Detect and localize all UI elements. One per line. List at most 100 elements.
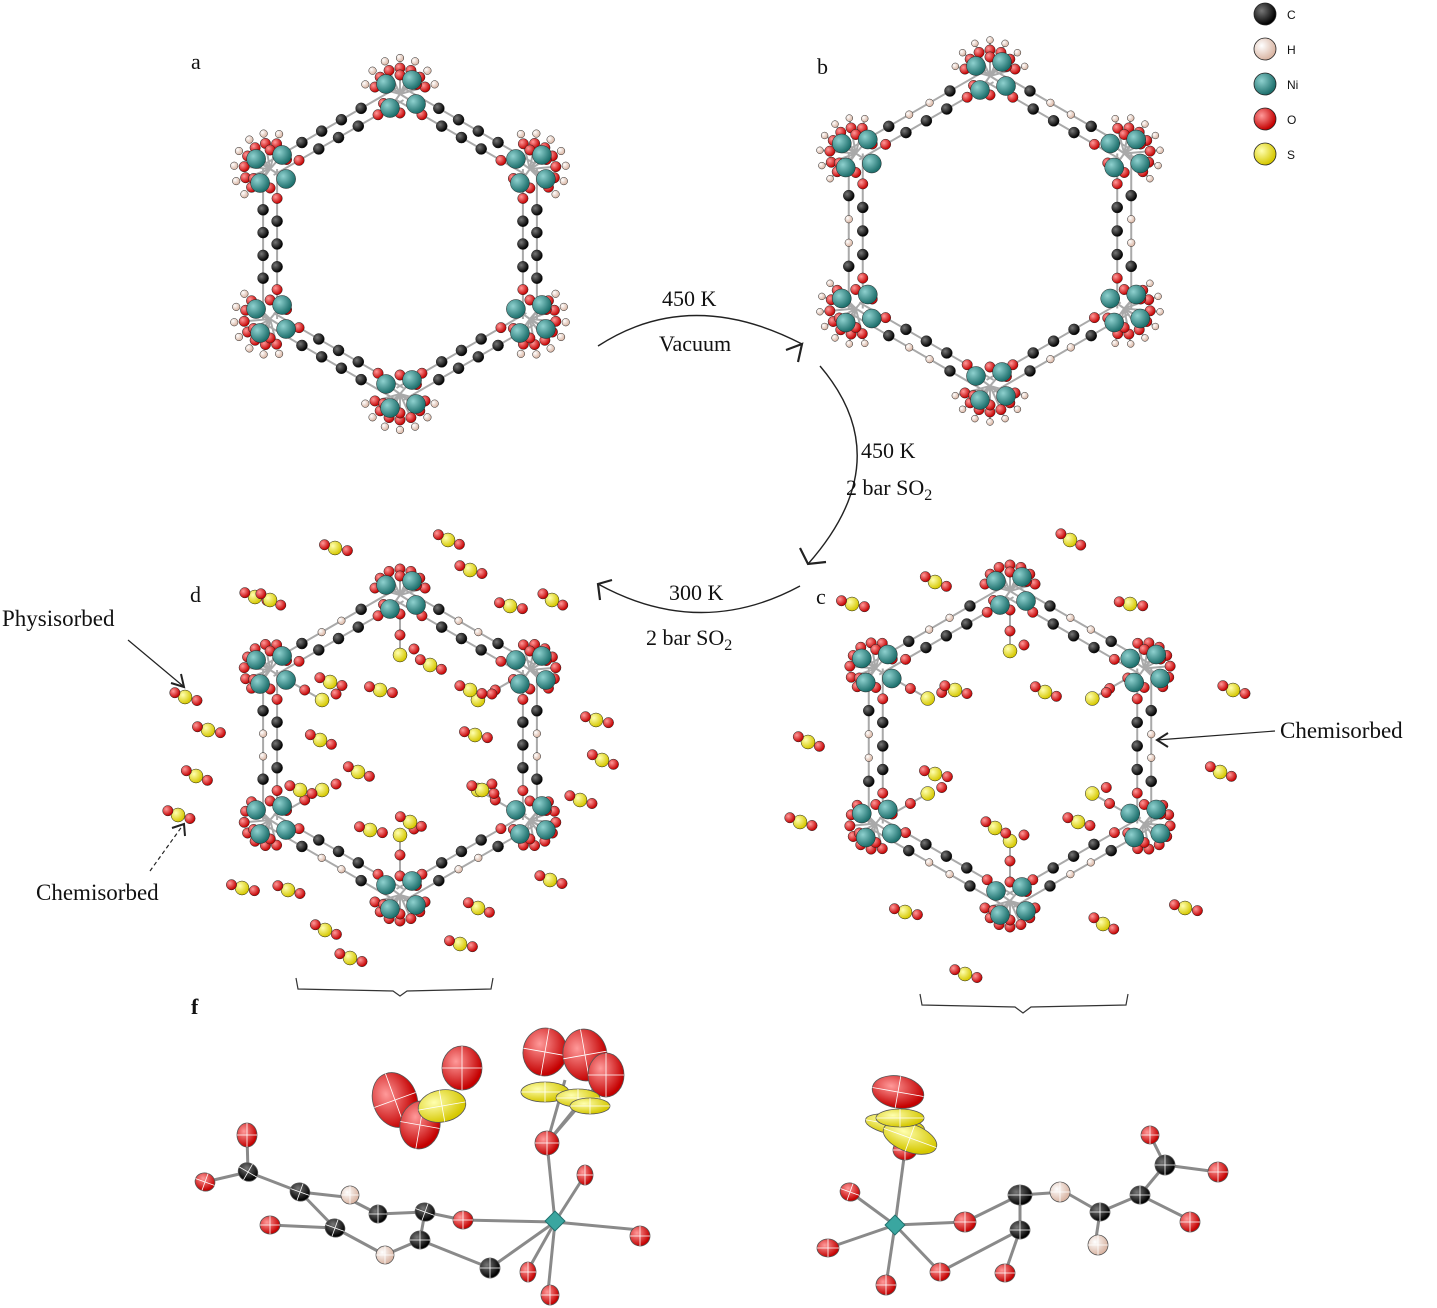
atom-h	[368, 413, 377, 422]
atom-o	[877, 693, 889, 705]
panel-label-f: f	[191, 994, 199, 1019]
atom-o	[271, 284, 283, 296]
atom-ni	[406, 394, 426, 414]
atom-h	[395, 53, 405, 63]
bond	[992, 69, 1129, 149]
atom-ni	[246, 800, 266, 820]
atom-h	[1013, 49, 1022, 57]
bond-layer	[244, 68, 556, 420]
atom-c	[940, 630, 953, 642]
atom-s	[234, 880, 250, 896]
ellipsoid-ni	[544, 1210, 566, 1232]
atom-h	[368, 66, 377, 75]
atom-o	[444, 935, 455, 947]
atom-ni	[832, 288, 852, 309]
atom-o	[306, 788, 318, 799]
label-chemisorbed-c: Chemisorbed	[1280, 718, 1403, 743]
atom-s	[844, 596, 860, 612]
legend-label-s: S	[1287, 148, 1295, 162]
atom-ni	[1016, 901, 1036, 921]
atom-ni	[506, 299, 526, 319]
atom-o	[462, 897, 474, 909]
bond	[827, 1223, 896, 1250]
bond	[939, 1228, 1021, 1274]
atom-s	[927, 766, 943, 782]
atom-c	[475, 143, 487, 155]
atom-c	[944, 85, 956, 97]
atom-h	[826, 279, 834, 287]
atom-h	[1154, 292, 1162, 301]
atom-c	[900, 126, 912, 139]
atom-o	[1055, 528, 1067, 540]
atom-ni	[836, 157, 856, 178]
atom-h	[423, 66, 432, 75]
atom-o	[356, 956, 368, 967]
atom-s	[544, 592, 560, 608]
atom-o	[341, 545, 353, 557]
atom-h	[259, 729, 268, 738]
atom-h	[380, 57, 389, 66]
atom-o	[844, 660, 856, 672]
atom-h	[826, 175, 834, 183]
atom-c	[1111, 225, 1123, 237]
atom-ni	[970, 390, 990, 410]
atom-h	[532, 350, 541, 359]
atom-h	[1156, 146, 1164, 154]
atom-h	[361, 80, 370, 89]
atom-s	[312, 732, 328, 748]
atom-h	[1021, 391, 1029, 400]
atom-h	[551, 190, 560, 199]
atom-s	[350, 764, 366, 780]
atom-h	[1127, 340, 1135, 348]
atom-c	[1024, 85, 1036, 97]
atom-h	[516, 130, 525, 139]
atom-ni	[996, 76, 1016, 96]
atom-o	[1088, 912, 1100, 924]
atom-h	[925, 98, 934, 107]
atom-o	[386, 687, 398, 699]
atom-o	[454, 680, 466, 692]
atom-o	[162, 805, 174, 817]
step-bc-condition: 2 bar SO2	[846, 475, 932, 504]
atom-o	[481, 732, 493, 744]
atom-o	[495, 823, 507, 835]
atom-c	[352, 621, 365, 633]
bond	[992, 313, 1129, 393]
atom-c	[257, 272, 269, 284]
atom-h	[532, 752, 541, 761]
atom-o	[184, 813, 196, 824]
atom-o	[900, 827, 912, 839]
atom-c	[296, 136, 308, 149]
atom-ni	[852, 648, 872, 669]
atom-h	[1127, 114, 1135, 122]
atom-o	[284, 780, 296, 792]
atom-c	[271, 739, 283, 751]
atom-ni	[836, 312, 856, 333]
arrow-c-to-d	[596, 578, 801, 614]
atom-h	[430, 80, 439, 89]
atom-c	[900, 323, 912, 336]
atom-c	[1125, 260, 1137, 273]
atom-c	[531, 773, 543, 785]
atom-c	[335, 362, 348, 375]
atom-h	[816, 146, 824, 154]
atom-ni	[1124, 827, 1144, 848]
atom-ni	[246, 650, 266, 670]
atom-c	[517, 739, 529, 751]
atom-ni	[882, 668, 902, 689]
atom-o	[238, 315, 250, 327]
arrow-a-to-b	[597, 314, 804, 363]
atom-s	[1085, 786, 1100, 801]
atom-c	[352, 857, 365, 869]
atom-c	[435, 356, 448, 368]
pointer-chemisorbed-c	[1155, 730, 1276, 748]
legend-label-h: H	[1287, 43, 1296, 57]
atom-o	[517, 785, 529, 797]
atom-o	[904, 683, 916, 694]
atom-c	[964, 880, 976, 892]
atom-o	[309, 919, 321, 931]
atom-h	[532, 729, 541, 738]
atom-h	[561, 161, 570, 170]
